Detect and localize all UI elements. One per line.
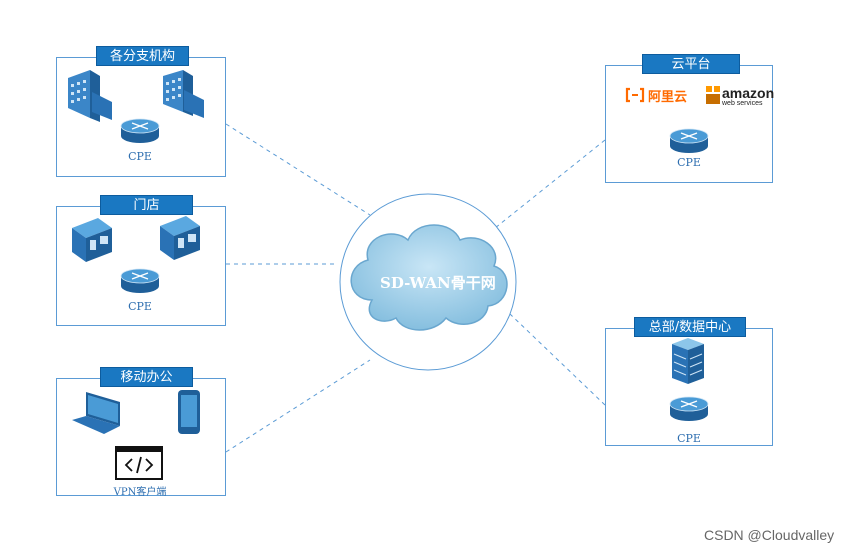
- server-stack-icon: [672, 338, 704, 384]
- branches-title: 各分支机构: [96, 46, 189, 66]
- hq-title: 总部/数据中心: [634, 317, 746, 337]
- stores-cpe-label: CPE: [128, 300, 152, 313]
- store-icon: [160, 216, 200, 260]
- laptop-icon: [72, 392, 120, 434]
- cloud-cpe-label: CPE: [677, 156, 701, 169]
- aliyun-label: 阿里云: [648, 90, 688, 105]
- branches-cpe-label: CPE: [128, 150, 152, 163]
- stores-title: 门店: [100, 195, 193, 215]
- watermark: CSDN @Cloudvalley: [704, 527, 835, 543]
- router-icon: [669, 128, 709, 153]
- store-icon: [72, 218, 112, 262]
- cloud-platform-panel: [605, 65, 773, 183]
- cloud-platform-title: 云平台: [642, 54, 740, 74]
- router-icon: [120, 268, 160, 293]
- code-window-icon: [115, 446, 163, 480]
- cloud-label: SD-WAN骨干网: [380, 274, 496, 292]
- amazon-sub-label: web services: [722, 100, 763, 107]
- router-icon: [669, 396, 709, 421]
- aliyun-logo-icon: [625, 87, 645, 103]
- phone-icon: [178, 390, 200, 434]
- building-icon: [163, 70, 204, 118]
- hq-cpe-label: CPE: [677, 432, 701, 445]
- amazon-label: amazon: [722, 85, 775, 101]
- building-icon: [68, 70, 112, 122]
- vpn-client-label: VPN客户端: [113, 487, 167, 498]
- amazon-logo-icon: [706, 86, 720, 104]
- mobile-title: 移动办公: [100, 367, 193, 387]
- router-icon: [120, 118, 160, 143]
